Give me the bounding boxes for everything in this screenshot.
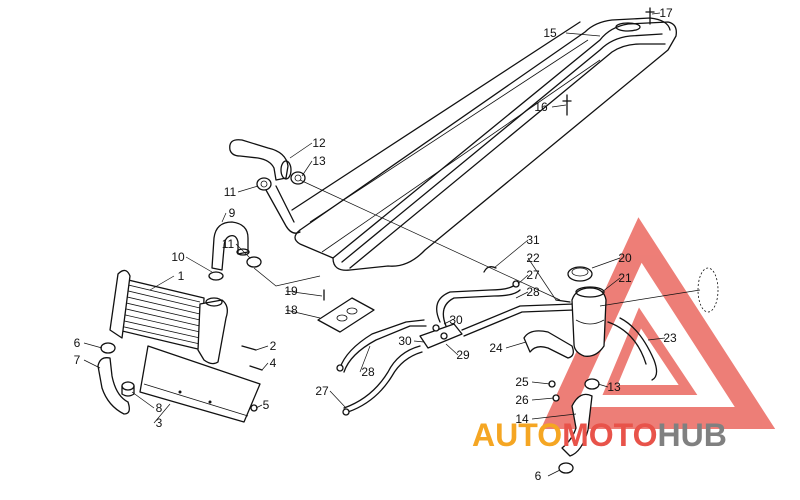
reservoir-22 (571, 286, 607, 357)
watermark-text: AUTOMOTOHUB (472, 417, 727, 453)
callout-10: 10 (171, 250, 185, 264)
clamp-10 (208, 271, 224, 281)
callout-16: 16 (534, 100, 548, 114)
callout-30: 30 (449, 313, 463, 327)
hose-7 (97, 357, 130, 415)
callout-21: 21 (618, 271, 632, 285)
clamp-11-lower (246, 256, 262, 268)
callout-29: 29 (456, 348, 470, 362)
callout-2: 2 (270, 339, 277, 353)
strap-24 (523, 330, 574, 359)
screw-4 (249, 365, 263, 371)
drain-cap-8 (121, 381, 135, 397)
callout-15: 15 (543, 26, 557, 40)
callout-20: 20 (618, 251, 632, 265)
clamp-11-upper (256, 177, 272, 191)
hose-28-left (339, 319, 427, 413)
callout-31: 31 (526, 233, 540, 247)
watermark-word-hub: HUB (657, 417, 726, 453)
clamp-6-left (100, 342, 116, 354)
bracket-23 (619, 317, 658, 381)
callout-4: 4 (270, 356, 277, 370)
screw-2 (241, 345, 257, 351)
clamp-27-right (512, 280, 520, 288)
callout-23: 23 (663, 331, 677, 345)
callout-28: 28 (526, 285, 540, 299)
callout-25: 25 (515, 375, 529, 389)
callout-13: 13 (607, 380, 621, 394)
callout-14: 14 (515, 412, 529, 426)
bolt-17 (645, 7, 655, 25)
callout-8: 8 (156, 401, 163, 415)
callout-6: 6 (535, 469, 542, 483)
leader-lines (83, 12, 666, 477)
callout-27: 27 (526, 268, 540, 282)
callout-1: 1 (178, 269, 185, 283)
watermark-word-moto: MOTO (562, 417, 657, 453)
callout-11: 11 (224, 185, 237, 199)
guard-plate-3 (139, 345, 261, 423)
clamp-13-upper (290, 171, 306, 185)
clamp-13-lower (584, 378, 600, 390)
callout-28: 28 (361, 365, 375, 379)
clamp-27-left (336, 364, 344, 372)
callout-5: 5 (263, 398, 270, 412)
callout-18: 18 (284, 303, 298, 317)
callout-30: 30 (398, 334, 412, 348)
callout-19: 19 (284, 284, 298, 298)
hose-12 (229, 139, 292, 181)
nut-5 (250, 404, 258, 412)
fitting-22 (555, 299, 571, 303)
hose-14 (561, 393, 593, 457)
radiator-1 (109, 269, 228, 365)
callout-6: 6 (74, 336, 81, 350)
callout-13: 13 (312, 154, 326, 168)
callout-22: 22 (526, 251, 540, 265)
callout-7: 7 (74, 353, 81, 367)
callout-26: 26 (515, 393, 529, 407)
watermark-word-auto: AUTO (472, 417, 562, 453)
hose-28-right (436, 283, 575, 337)
callout-17: 17 (659, 6, 673, 20)
heat-exchanger-15 (291, 17, 677, 271)
bolt-16 (562, 94, 572, 116)
clamp-6-lower (558, 462, 574, 474)
hose-9 (211, 221, 250, 271)
callout-11: 11 (222, 237, 235, 251)
hose-connector (265, 189, 301, 234)
callout-27: 27 (315, 384, 329, 398)
bracket-18 (317, 297, 375, 333)
callout-3: 3 (156, 416, 163, 430)
callout-24: 24 (489, 341, 503, 355)
callout-labels: 1234566789101111121313141516171819202122… (74, 6, 677, 483)
t-fitting-29 (419, 323, 463, 349)
cap-20 (567, 266, 593, 282)
callout-12: 12 (312, 136, 326, 150)
callout-9: 9 (229, 206, 236, 220)
